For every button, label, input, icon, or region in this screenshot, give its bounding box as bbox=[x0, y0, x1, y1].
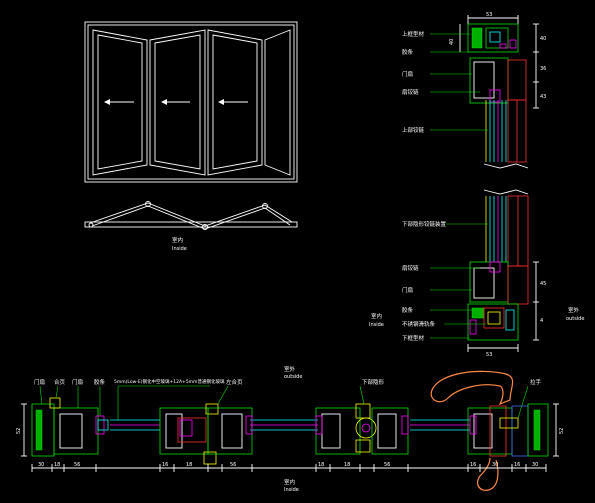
hsec-dim-b3: 56 bbox=[74, 462, 80, 468]
vsec-callout-9: 胶条 bbox=[402, 306, 414, 314]
hsec-callout-6: 左合页 bbox=[226, 378, 243, 386]
elevation-inside-label: 室内 bbox=[172, 236, 183, 244]
hsec-callout-3: 门扇 bbox=[72, 378, 83, 386]
hsec-dim-right: 52 bbox=[559, 428, 565, 434]
hsec-callouts: 门扇 合页 门扇 胶条 5mm(Low-E)钢化中空玻璃+12A+5mm普通钢化… bbox=[34, 378, 542, 420]
vsec-dim-right-3: 43 bbox=[540, 94, 546, 100]
vertical-section: 53 40 bbox=[369, 12, 584, 358]
hsec-bottom-dims: 30 18 56 16 18 56 18 18 56 16 30 16 30 bbox=[31, 462, 547, 472]
open-direction-arrows bbox=[104, 99, 248, 105]
vsec-callout-1: 上框型材 bbox=[402, 30, 425, 38]
hsec-dim-b6: 56 bbox=[230, 462, 236, 468]
hsec-left-jamb bbox=[31, 397, 109, 457]
vsec-callout-2: 胶条 bbox=[402, 48, 414, 56]
horizontal-section: 门扇 合页 门扇 胶条 5mm(Low-E)钢化中空玻璃+12A+5mm普通钢化… bbox=[16, 365, 565, 493]
hsec-dim-b9: 56 bbox=[384, 462, 390, 468]
hsec-outside-sub: outside bbox=[284, 374, 302, 380]
vsec-callout-11: 下框型材 bbox=[402, 334, 425, 342]
hsec-inside-label: 室内 bbox=[284, 478, 295, 486]
hsec-mid-sash-1 bbox=[159, 403, 253, 465]
hsec-outside-label: 室外 bbox=[284, 365, 296, 373]
hsec-dim-b5: 18 bbox=[186, 462, 192, 468]
vsec-callout-5: 上部铰链 bbox=[402, 126, 425, 134]
folding-plan-diagram bbox=[84, 201, 298, 230]
hsec-callout-8: 拉手 bbox=[530, 378, 542, 386]
vsec-dim-right-1: 40 bbox=[540, 36, 546, 42]
vsec-callouts-lower: 下部隐形铰链装置 扇铰链 门扇 胶条 不锈钢滑轨条 下框型材 bbox=[402, 220, 488, 342]
vsec-inside-sub: Inside bbox=[369, 322, 384, 328]
hsec-callout-5: 5mm(Low-E)钢化中空玻璃+12A+5mm普通钢化玻璃 bbox=[114, 378, 225, 385]
hsec-dim-b11: 30 bbox=[492, 462, 498, 468]
vsec-dim-bottom: 53 bbox=[486, 352, 492, 358]
vsec-callout-8: 门扇 bbox=[402, 286, 413, 294]
hsec-dim-b8: 18 bbox=[344, 462, 350, 468]
hsec-dim-b13: 30 bbox=[532, 462, 538, 468]
hsec-dim-b4: 16 bbox=[162, 462, 168, 468]
hsec-dim-b1: 30 bbox=[38, 462, 44, 468]
hsec-dim-left: 52 bbox=[16, 428, 22, 434]
vsec-dim-right-4: 45 bbox=[540, 281, 546, 287]
vsec-callout-10: 不锈钢滑轨条 bbox=[402, 320, 436, 328]
hsec-callout-7: 下部隐形 bbox=[362, 378, 385, 386]
elevation-inside-sub: Inside bbox=[172, 246, 187, 252]
vsec-callout-6: 下部隐形铰链装置 bbox=[402, 220, 447, 228]
hsec-callout-4: 胶条 bbox=[94, 378, 106, 386]
vsec-dim-right-5: 4 bbox=[540, 318, 543, 324]
door-elevation: 室内 Inside bbox=[84, 21, 298, 252]
vsec-callout-4: 扇铰链 bbox=[402, 88, 419, 96]
hsec-dim-b10: 16 bbox=[470, 462, 476, 468]
vsec-callout-3: 门扇 bbox=[402, 70, 413, 78]
hsec-dim-b2: 18 bbox=[54, 462, 60, 468]
hsec-mid-sash-2 bbox=[315, 403, 409, 455]
hsec-right-jamb bbox=[467, 403, 549, 457]
hsec-dim-b7: 18 bbox=[318, 462, 324, 468]
vsec-dim-left: 40 bbox=[449, 39, 455, 45]
vsec-callouts-upper: 上框型材 胶条 门扇 扇铰链 上部铰链 bbox=[402, 30, 488, 134]
vsec-outside-label: 室外 bbox=[568, 306, 580, 314]
vsec-dim-right-2: 36 bbox=[540, 66, 546, 72]
hsec-callout-2: 合页 bbox=[54, 378, 66, 386]
vsec-inside-label: 室内 bbox=[371, 312, 382, 320]
vsec-callout-7: 扇铰链 bbox=[402, 264, 419, 272]
handle-outline bbox=[430, 370, 514, 406]
vsec-dim-top: 53 bbox=[486, 12, 492, 18]
vsec-outside-sub: outside bbox=[566, 316, 584, 322]
hsec-inside-sub: Inside bbox=[284, 487, 299, 493]
hsec-callout-1: 门扇 bbox=[34, 378, 45, 386]
hsec-dim-b12: 16 bbox=[514, 462, 520, 468]
